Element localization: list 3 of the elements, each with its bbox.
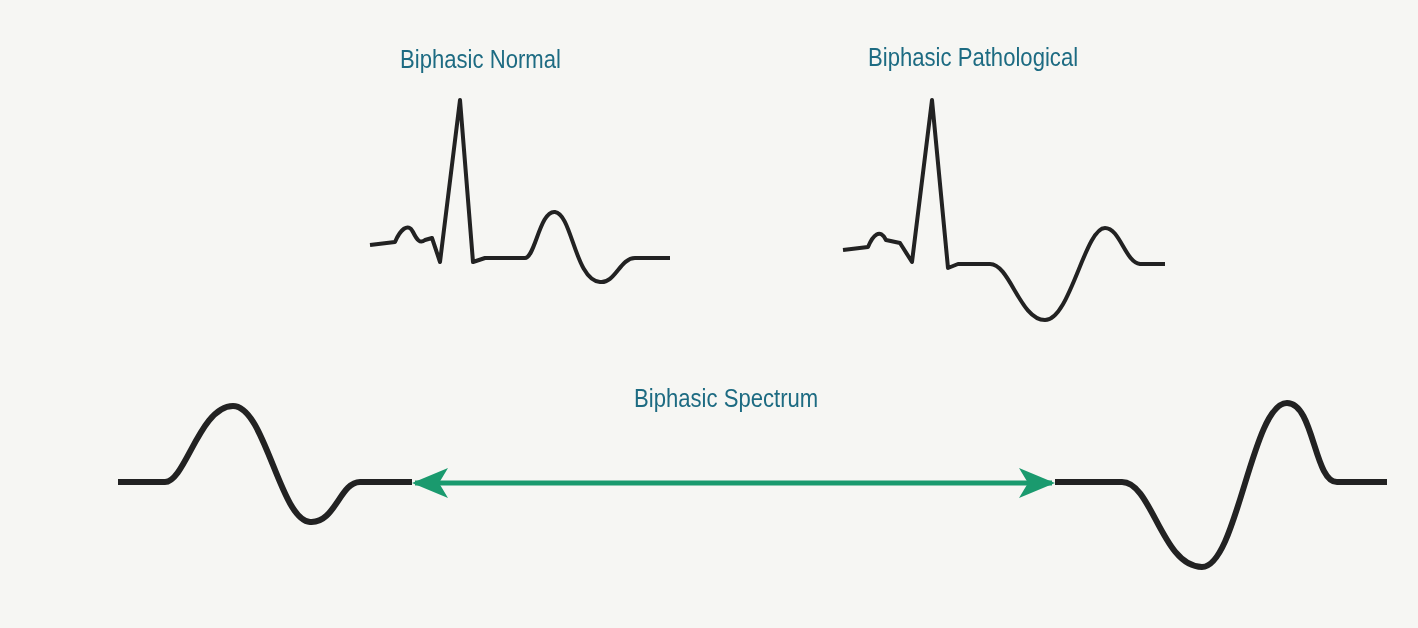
waveform-title: Biphasic Normal [400, 44, 561, 75]
double-headed-arrow [412, 468, 1055, 498]
waveform-title: Biphasic Pathological [868, 42, 1079, 73]
